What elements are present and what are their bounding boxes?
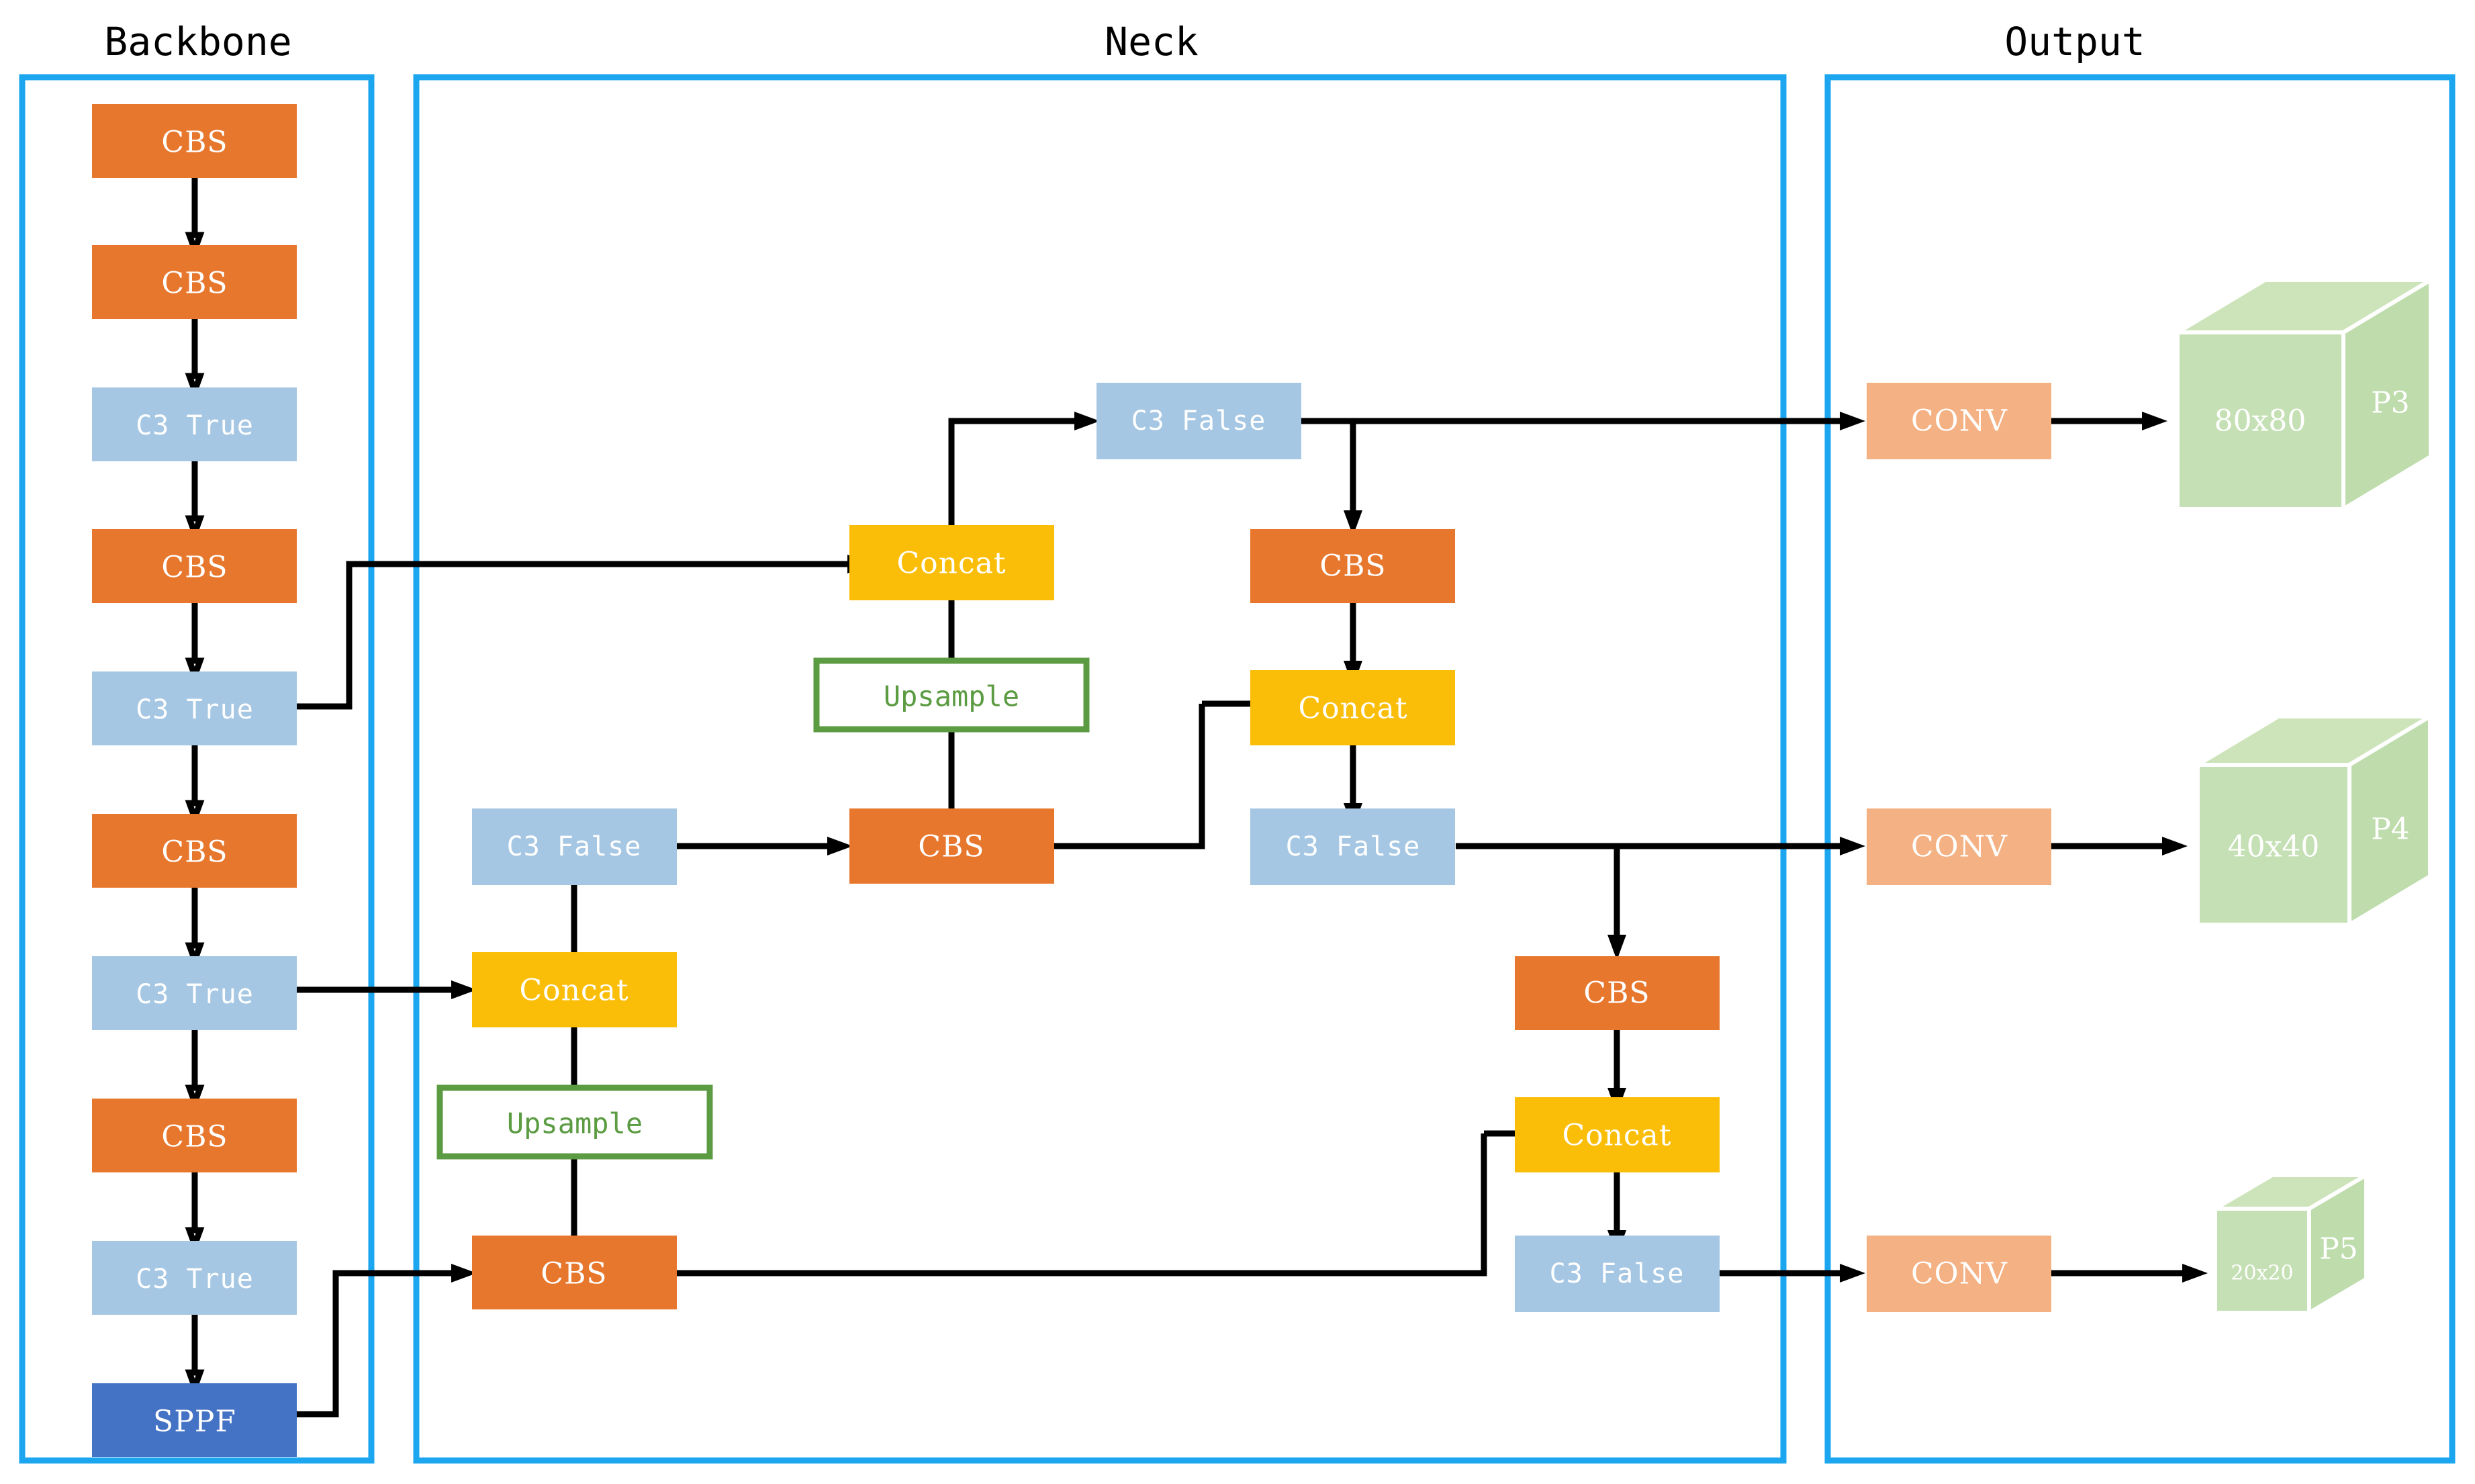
block-label: CBS	[1583, 976, 1650, 1011]
block-label: C3 True	[136, 1264, 254, 1295]
edge-c3-2-to-concat-b	[297, 555, 873, 710]
block-label: CBS	[541, 1257, 607, 1291]
cube-level-label: P4	[2371, 813, 2410, 847]
block-label: Upsample	[507, 1107, 643, 1140]
block-bb-cbs-1[interactable]: CBS	[92, 104, 297, 178]
block-nk-c3-d[interactable]: C3 False	[1515, 1236, 1720, 1312]
block-out-p5-conv[interactable]: CONV	[1867, 1236, 2051, 1312]
neck-blocks: CBS Upsample Concat C3 False CBS Upsampl…	[436, 383, 1720, 1312]
block-nk-c3-c[interactable]: C3 False	[1250, 808, 1455, 885]
block-label: C3 True	[136, 979, 254, 1010]
cube-level-label: P5	[2319, 1232, 2358, 1266]
panel-backbone	[19, 74, 375, 1464]
block-bb-c3-4[interactable]: C3 True	[92, 1241, 297, 1315]
block-nk-ups-a[interactable]: Upsample	[436, 1084, 713, 1160]
cube-size-label: 20x20	[2231, 1262, 2293, 1285]
block-out-p3-conv[interactable]: CONV	[1867, 383, 2051, 459]
block-nk-concat-b[interactable]: Concat	[849, 525, 1054, 600]
block-label: C3 False	[1286, 831, 1421, 862]
block-nk-c3-b[interactable]: C3 False	[1096, 383, 1301, 459]
block-nk-concat-d[interactable]: Concat	[1515, 1097, 1720, 1172]
conv-label: CONV	[1911, 830, 2008, 864]
conv-label: CONV	[1911, 1257, 2008, 1291]
block-label: SPPF	[153, 1405, 236, 1439]
block-nk-c3-a[interactable]: C3 False	[472, 808, 677, 885]
block-bb-c3-2[interactable]: C3 True	[92, 671, 297, 745]
section-title-backbone: Backbone	[104, 19, 291, 64]
cube-size-label: 40x40	[2228, 830, 2320, 864]
output-conv-blocks: CONV CONV CONV	[1867, 383, 2051, 1312]
block-label: Concat	[1298, 692, 1407, 726]
block-label: Concat	[896, 547, 1006, 581]
block-label: C3 False	[1131, 406, 1266, 436]
block-bb-cbs-5[interactable]: CBS	[92, 1099, 297, 1172]
panel-output	[1824, 74, 2456, 1464]
output-edges	[2051, 412, 2208, 1283]
cube-size-label: 80x80	[2214, 404, 2306, 438]
block-label: CBS	[918, 830, 984, 864]
block-label: C3 False	[1550, 1258, 1685, 1289]
block-bb-cbs-2[interactable]: CBS	[92, 245, 297, 319]
backbone-edges	[185, 178, 205, 1397]
block-bb-sppf[interactable]: SPPF	[92, 1383, 297, 1457]
block-label: CBS	[161, 126, 228, 160]
block-nk-cbs-c[interactable]: CBS	[1250, 529, 1455, 603]
block-label: CBS	[161, 551, 228, 585]
block-bb-c3-1[interactable]: C3 True	[92, 387, 297, 461]
block-label: CBS	[161, 267, 228, 301]
edge-sppf-to-cbs-a	[297, 1264, 477, 1418]
block-out-p4-conv[interactable]: CONV	[1867, 808, 2051, 885]
panel-neck	[413, 74, 1787, 1464]
cube-out-p3[interactable]: 80x80 P3	[2170, 276, 2438, 513]
block-bb-cbs-3[interactable]: CBS	[92, 529, 297, 603]
block-label: C3 True	[136, 410, 254, 441]
block-nk-cbs-d[interactable]: CBS	[1515, 956, 1720, 1030]
edge-c3-3-to-concat-a	[297, 980, 477, 999]
block-bb-cbs-4[interactable]: CBS	[92, 814, 297, 888]
section-title-output: Output	[2004, 19, 2145, 64]
block-nk-concat-c[interactable]: Concat	[1250, 670, 1455, 745]
block-label: C3 True	[136, 694, 254, 725]
backbone-blocks: CBS CBS C3 True CBS C3 True CBS C3 True	[92, 104, 297, 1457]
block-nk-cbs-b[interactable]: CBS	[849, 808, 1054, 884]
block-bb-c3-3[interactable]: C3 True	[92, 956, 297, 1030]
block-label: Upsample	[884, 680, 1019, 713]
cube-out-p4[interactable]: 40x40 P4	[2190, 712, 2437, 929]
block-label: C3 False	[507, 831, 642, 862]
block-label: CBS	[1319, 549, 1386, 584]
block-label: CBS	[161, 835, 228, 870]
section-title-neck: Neck	[1105, 19, 1199, 64]
block-nk-cbs-a[interactable]: CBS	[472, 1236, 677, 1309]
cube-level-label: P3	[2371, 386, 2410, 420]
block-nk-concat-a[interactable]: Concat	[472, 952, 677, 1027]
cube-out-p5[interactable]: 20x20 P5	[2207, 1171, 2374, 1317]
conv-label: CONV	[1911, 404, 2008, 438]
block-label: CBS	[161, 1120, 228, 1154]
block-label: Concat	[1562, 1119, 1671, 1153]
block-nk-ups-b[interactable]: Upsample	[813, 657, 1090, 733]
block-label: Concat	[519, 974, 628, 1008]
